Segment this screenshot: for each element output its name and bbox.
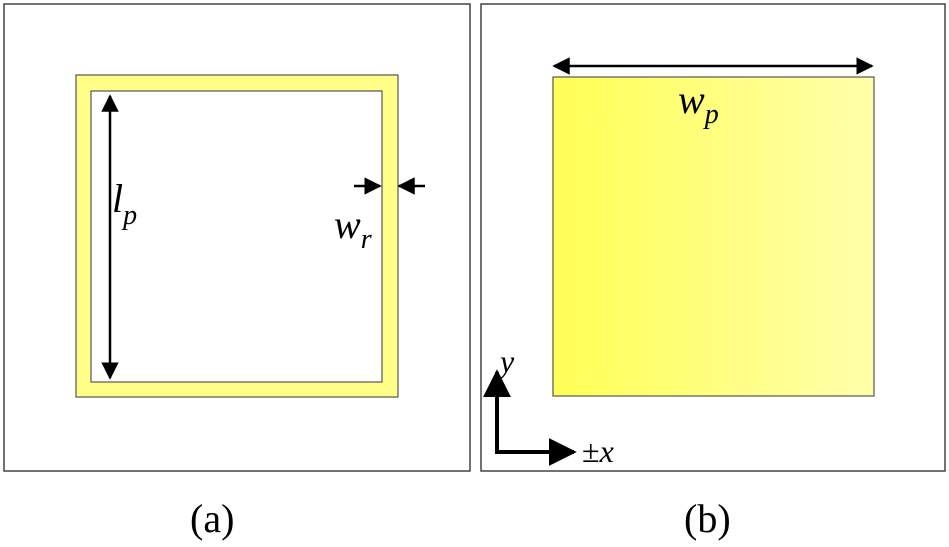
panel-a: lp wr (a) bbox=[3, 3, 471, 541]
lp-label: lp bbox=[112, 176, 137, 231]
axis-x-label: ±x bbox=[582, 433, 614, 469]
caption-b: (b) bbox=[684, 496, 731, 541]
wp-label: wp bbox=[678, 77, 719, 130]
patch bbox=[552, 76, 875, 397]
caption-a: (a) bbox=[190, 496, 234, 541]
axis-y-label: y bbox=[497, 343, 515, 379]
ring-inner-slot bbox=[90, 90, 383, 383]
panel-b: wp y ±x (b) bbox=[480, 3, 946, 541]
wr-label: wr bbox=[334, 202, 372, 255]
